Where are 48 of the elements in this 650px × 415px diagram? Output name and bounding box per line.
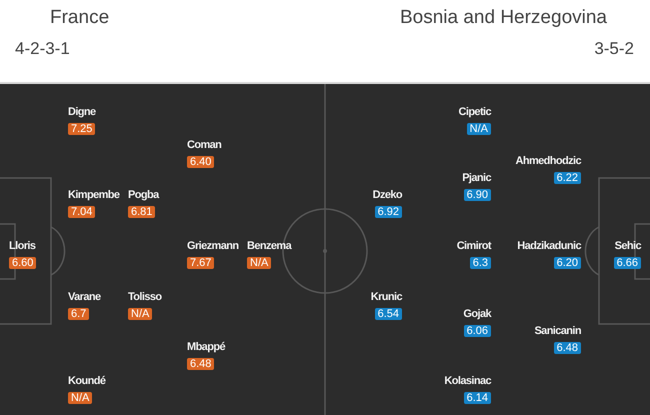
player-name: Tolisso [128,291,162,304]
rating-badge: 6.06 [464,325,491,337]
player-name: Digne [68,106,96,119]
player-name: Sehic [614,240,641,253]
team-name: Bosnia and Herzegovina [400,8,607,29]
rating-badge: 7.25 [68,123,96,135]
player-name: Griezmann [187,240,238,253]
rating-badge: 7.04 [68,206,96,218]
player-name: Kimpembe [68,189,120,202]
rating-badge: 6.90 [464,189,491,201]
rating-badge: 6.92 [374,206,402,218]
rating-badge: 6.7 [68,308,90,320]
rating-badge: 6.48 [554,342,581,354]
formation: 4-2-3-1 [15,40,70,59]
player-name: Coman [187,139,222,152]
player-name: Benzema [247,240,292,253]
rating-badge: 6.3 [470,257,491,269]
rating-badge: N/A [247,257,272,269]
rating-badge: 6.20 [554,257,581,269]
rating-badge: 6.14 [464,392,491,404]
rating-badge: 6.81 [128,206,156,218]
rating-badge: N/A [68,392,92,404]
rating-badge: 6.54 [374,308,402,320]
player-name: Ahmedhodzic [515,155,581,168]
player-name: Pogba [128,189,159,202]
formation: 3-5-2 [594,40,634,59]
player-name: Cimirot [456,240,491,253]
player-name: Hadzikadunic [517,240,581,253]
rating-badge: N/A [466,123,491,135]
player-name: Sanicanin [534,325,581,338]
player-name: Gojak [463,308,491,321]
rating-badge: 6.22 [554,172,581,184]
player-name: Kolasinac [444,375,491,388]
player-name: Pjanic [462,172,491,185]
rating-badge: 6.60 [9,257,36,269]
rating-badge: 6.48 [187,358,214,370]
rating-badge: 6.66 [614,257,641,269]
rating-badge: N/A [128,308,152,320]
player-name: Mbappé [187,341,225,354]
player-name: Cipetic [458,106,491,119]
rating-badge: 7.67 [187,257,214,269]
player-name: Varane [68,291,100,304]
player-name: Krunic [370,291,402,304]
player-name: Dzeko [372,189,402,202]
player-name: Koundé [68,375,106,388]
rating-badge: 6.40 [187,156,214,168]
team-name: France [50,8,110,29]
player-name: Lloris [9,240,36,253]
